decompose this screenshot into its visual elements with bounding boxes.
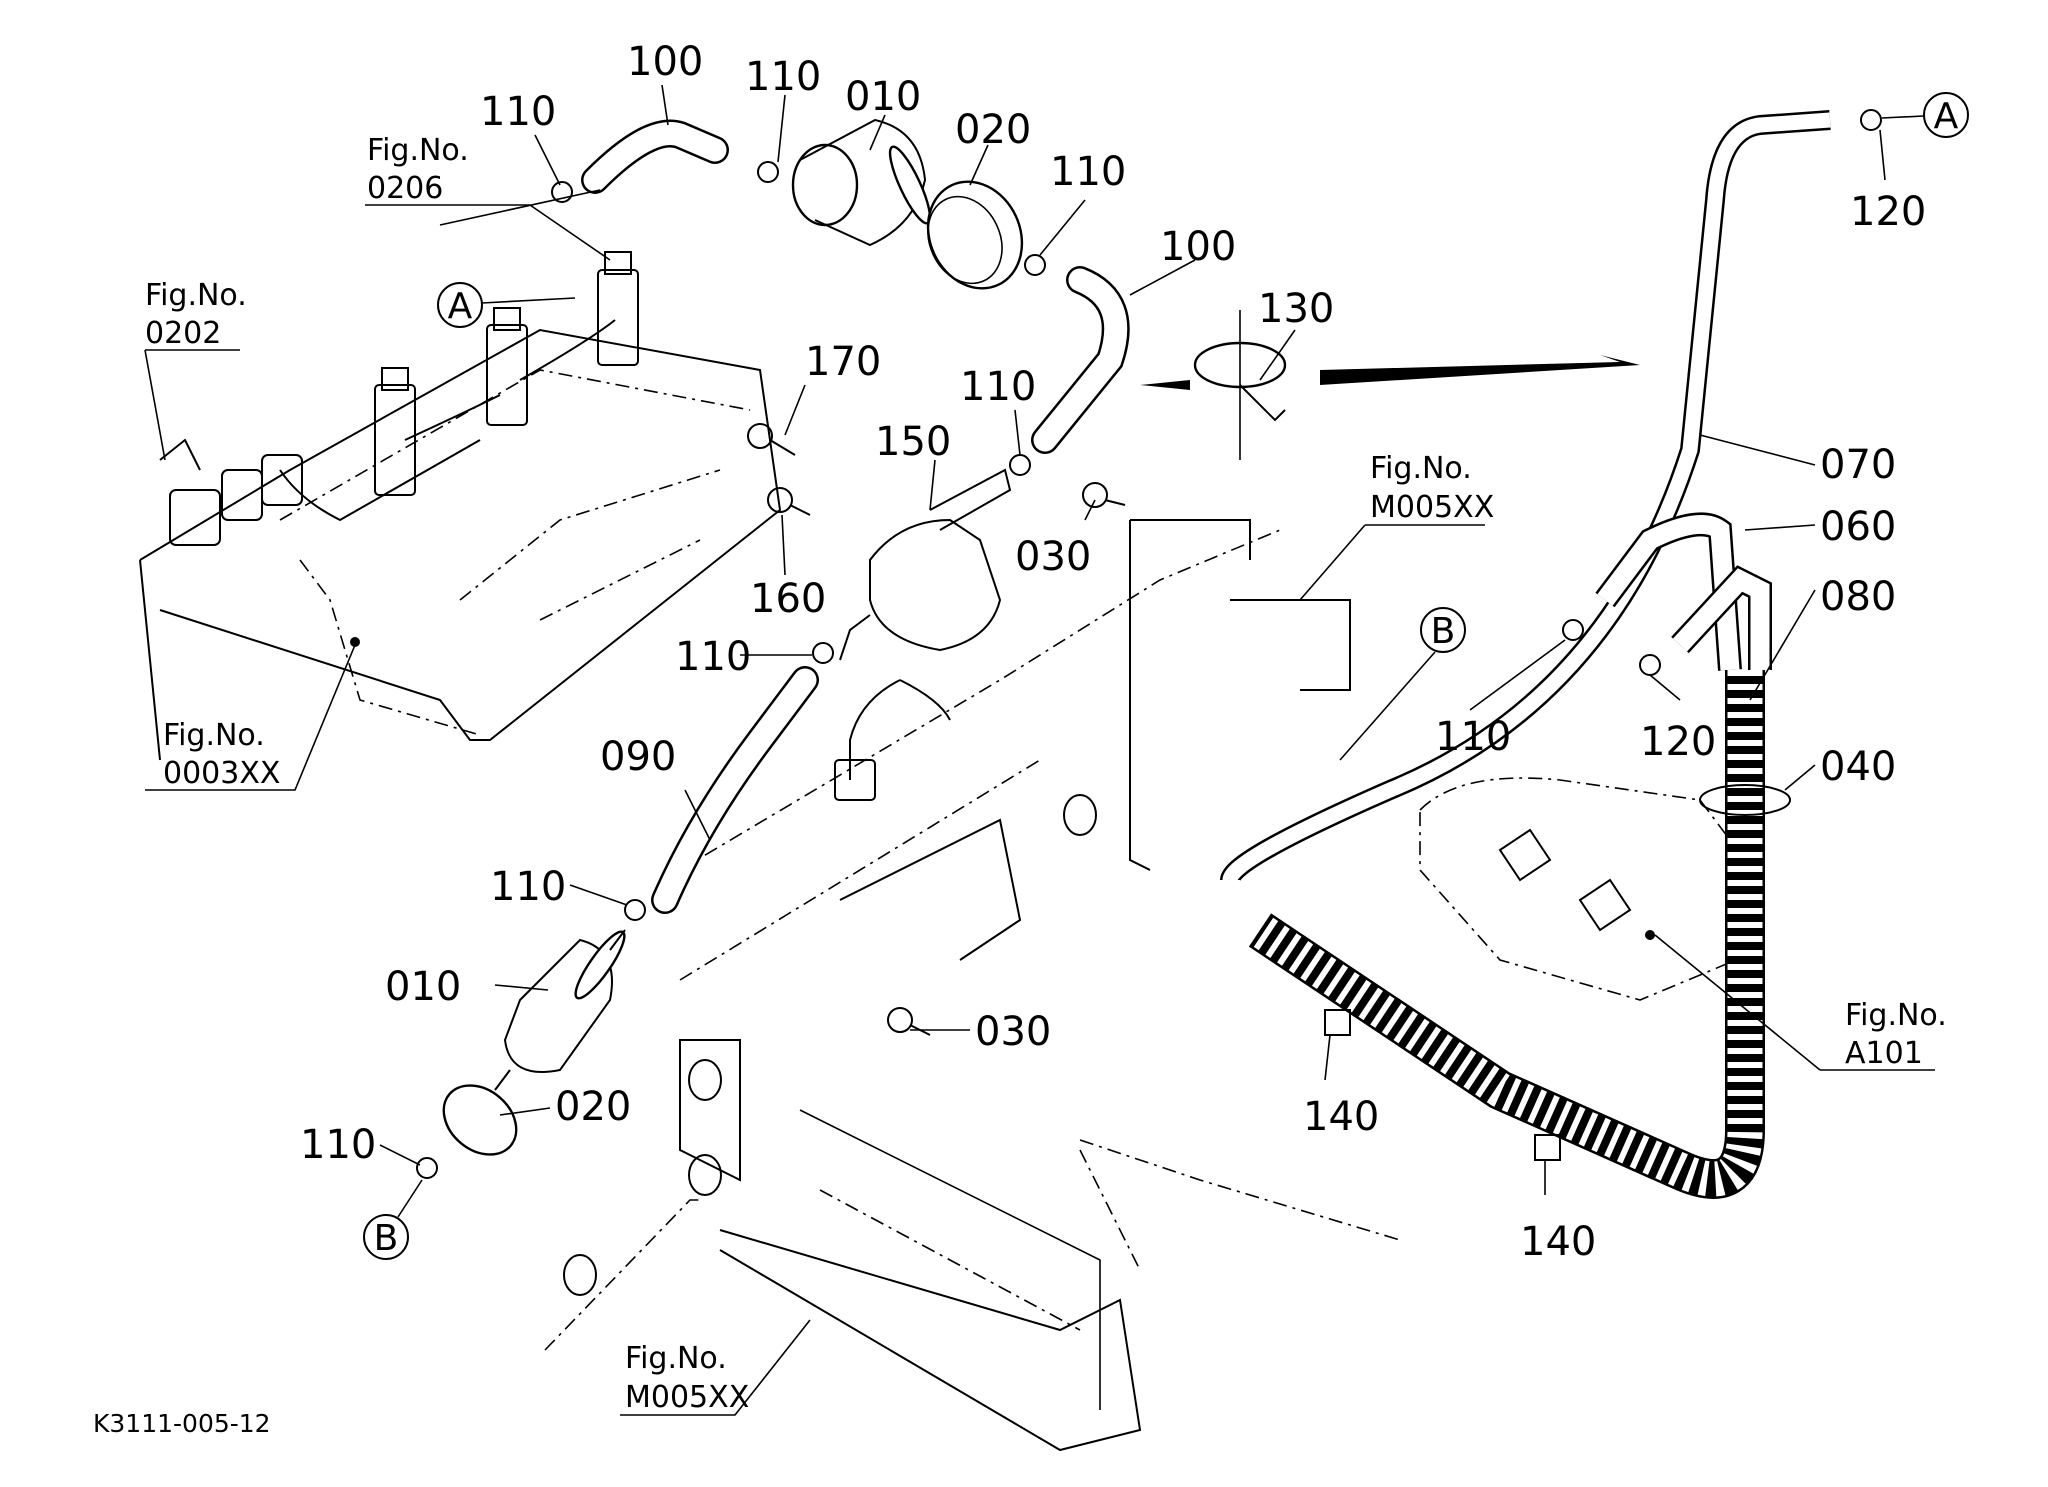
part-callout[interactable]: 120 — [1640, 719, 1716, 765]
hose-clamp — [624, 899, 646, 921]
part-callout[interactable]: 150 — [875, 419, 951, 465]
reference-dot — [1645, 930, 1655, 940]
part-callout[interactable]: 100 — [1160, 224, 1236, 270]
part-callout[interactable]: 170 — [805, 339, 881, 385]
fuel-tank — [1419, 777, 1761, 1001]
corrugated-hose-080 — [1248, 670, 1765, 1199]
figure-ref-0003xx[interactable]: Fig.No. 0003XX — [163, 718, 280, 791]
connection-marker-b-hose[interactable]: B — [1339, 607, 1466, 761]
part-callout[interactable]: 090 — [600, 734, 676, 780]
part-callout[interactable]: 120 — [1850, 189, 1926, 235]
hose-070 — [1220, 110, 1831, 883]
marker-letter: B — [374, 1218, 399, 1259]
part-callout[interactable]: 110 — [1435, 714, 1511, 760]
part-callout[interactable]: 110 — [960, 364, 1036, 410]
arrow-icon — [1320, 355, 1640, 385]
reference-dot — [350, 637, 360, 647]
hose-100-upper — [581, 119, 729, 194]
clip-140 — [1324, 1009, 1351, 1036]
filter-bracket-upper — [926, 180, 1024, 290]
injector — [597, 251, 639, 366]
figure-ref-prefix: Fig.No. — [1845, 998, 1947, 1033]
part-callout[interactable]: 040 — [1820, 744, 1896, 790]
part-callout[interactable]: 030 — [1015, 534, 1091, 580]
part-callout[interactable]: 140 — [1303, 1094, 1379, 1140]
fuel-filter-upper — [791, 118, 932, 247]
frame-bracket — [544, 519, 1401, 1452]
injector — [374, 367, 416, 496]
hose-clamp — [551, 181, 573, 203]
figure-ref-number[interactable]: M005XX — [1370, 490, 1494, 525]
connection-marker-a-hose[interactable]: A — [1881, 92, 1969, 138]
figure-ref-m005xx-lower[interactable]: Fig.No. M005XX — [625, 1341, 749, 1415]
part-callout[interactable]: 110 — [480, 89, 556, 135]
part-callout[interactable]: 010 — [845, 74, 921, 120]
fuel-filter-lower — [494, 929, 626, 1091]
leader-lines — [144, 84, 1935, 1416]
connection-marker-a-engine[interactable]: A — [437, 282, 576, 328]
part-callout[interactable]: 110 — [745, 54, 821, 100]
filter-bracket-lower — [442, 1084, 518, 1156]
part-callouts: 110 100 110 010 020 110 100 130 170 110 … — [300, 39, 1926, 1265]
arrow-icon — [1140, 380, 1190, 390]
hose-clamp — [812, 642, 834, 664]
marker-letter: B — [1431, 611, 1456, 652]
part-callout[interactable]: 080 — [1820, 574, 1896, 620]
figure-ref-a101[interactable]: Fig.No. A101 — [1845, 998, 1947, 1071]
figure-ref-m005xx-upper[interactable]: Fig.No. M005XX — [1370, 451, 1494, 525]
figure-ref-prefix: Fig.No. — [1370, 451, 1472, 486]
marker-letter: A — [448, 286, 473, 327]
hose-100-lower — [1031, 266, 1130, 454]
drawing-code: K3111-005-12 — [93, 1409, 271, 1438]
part-callout[interactable]: 110 — [490, 864, 566, 910]
fuel-pump — [834, 468, 1012, 801]
figure-ref-number[interactable]: M005XX — [625, 1380, 749, 1415]
part-callout[interactable]: 010 — [385, 964, 461, 1010]
hose-clamp — [416, 1157, 438, 1179]
figure-ref-number[interactable]: 0202 — [145, 316, 221, 351]
figure-ref-0206[interactable]: Fig.No. 0206 — [367, 133, 469, 206]
part-callout[interactable]: 060 — [1820, 504, 1896, 550]
figure-ref-prefix: Fig.No. — [625, 1341, 727, 1376]
bolt — [747, 423, 796, 456]
hose-clamp — [1009, 454, 1031, 476]
hose-clamp — [1639, 654, 1661, 676]
hose-clamp — [757, 161, 779, 183]
clip-140 — [1534, 1134, 1561, 1161]
part-callout[interactable]: 130 — [1258, 286, 1334, 332]
part-callout[interactable]: 110 — [675, 634, 751, 680]
part-callout[interactable]: 020 — [555, 1084, 631, 1130]
injection-pump — [159, 438, 303, 546]
injector — [486, 307, 528, 426]
part-callout[interactable]: 030 — [975, 1009, 1051, 1055]
connection-marker-b-filter[interactable]: B — [363, 1179, 423, 1260]
figure-ref-prefix: Fig.No. — [367, 133, 469, 168]
figure-ref-number[interactable]: A101 — [1845, 1036, 1923, 1071]
hose-060 — [1595, 512, 1772, 671]
figure-ref-prefix: Fig.No. — [163, 718, 265, 753]
bolt — [767, 487, 811, 516]
figure-ref-number[interactable]: 0206 — [367, 171, 443, 206]
hose-clamp — [1024, 254, 1046, 276]
part-callout[interactable]: 020 — [955, 107, 1031, 153]
part-callout[interactable]: 100 — [627, 39, 703, 85]
hose-clamp — [1860, 109, 1882, 131]
hose-band-040 — [1699, 784, 1791, 816]
bolt — [1082, 482, 1126, 508]
part-callout[interactable]: 070 — [1820, 442, 1896, 488]
hose-clamp — [1562, 619, 1584, 641]
part-callout[interactable]: 110 — [1050, 149, 1126, 195]
part-callout[interactable]: 140 — [1520, 1219, 1596, 1265]
marker-letter: A — [1934, 96, 1959, 137]
engine-block — [139, 251, 782, 761]
figure-ref-0202[interactable]: Fig.No. 0202 — [145, 278, 247, 351]
figure-ref-number[interactable]: 0003XX — [163, 756, 280, 791]
hose-090 — [651, 666, 819, 914]
bolt — [887, 1007, 931, 1036]
part-callout[interactable]: 110 — [300, 1122, 376, 1168]
part-callout[interactable]: 160 — [750, 576, 826, 622]
figure-ref-prefix: Fig.No. — [145, 278, 247, 313]
